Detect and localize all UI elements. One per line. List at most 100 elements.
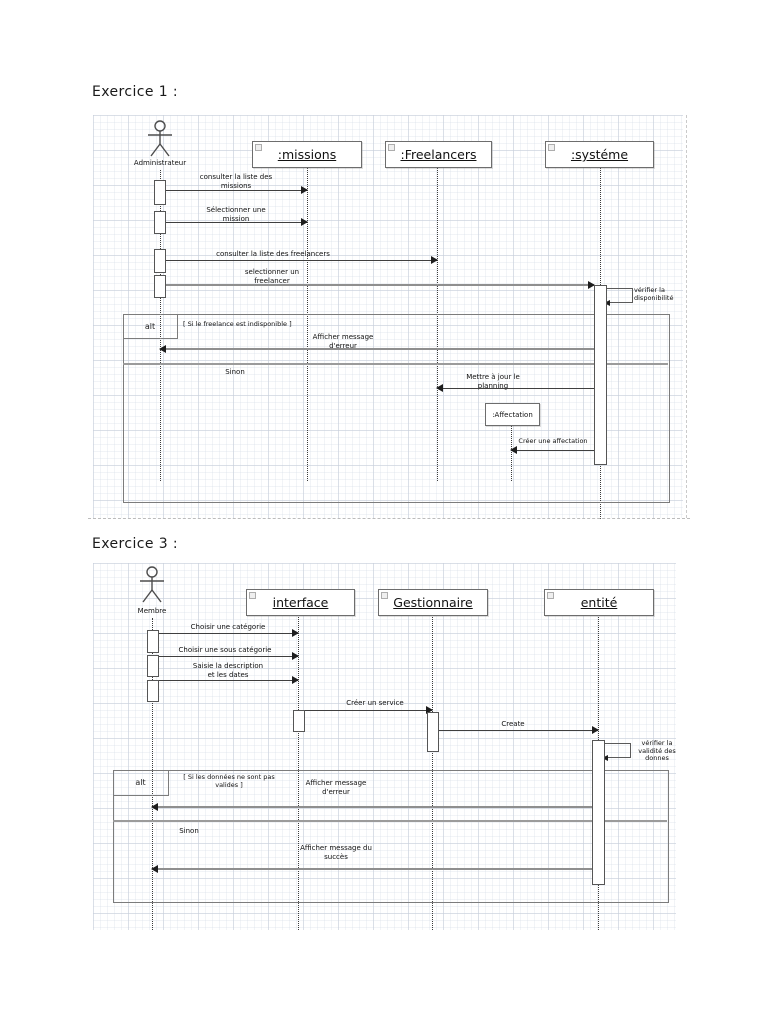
object-name: Gestionnaire — [393, 595, 473, 610]
sequence-diagram-exercice1: Administrateur :missions :Freelancers :s… — [93, 115, 683, 519]
arrowhead-icon — [436, 384, 443, 393]
alt-guard-condition: [ Si les données ne sont pas valides ] — [183, 773, 275, 789]
arrowhead-icon — [292, 676, 299, 685]
message-arrow-enter-description — [158, 676, 299, 685]
message-arrow-create-affectation — [510, 446, 594, 455]
message-label: Créer un service — [346, 699, 404, 707]
activation-bar-entite — [592, 740, 605, 885]
message-arrow-create-service — [304, 706, 433, 715]
collapse-icon — [548, 144, 555, 151]
arrowhead-icon — [159, 345, 166, 354]
actor-label: Membre — [137, 607, 167, 615]
activation-bar — [154, 211, 166, 234]
object-name: :Affectation — [492, 410, 533, 419]
message-arrow-consult-freelancers — [166, 256, 438, 265]
arrowhead-icon — [151, 803, 158, 812]
message-arrow-error — [159, 345, 594, 354]
arrowhead-icon — [592, 726, 599, 735]
lifeline-freelancers — [437, 166, 438, 481]
alt-section-divider — [123, 363, 668, 365]
message-arrow-select-mission — [166, 218, 308, 227]
object-box-gestionnaire: Gestionnaire — [378, 589, 488, 616]
message-arrow-update-planning — [436, 384, 594, 393]
message-label: Afficher message d'erreur — [312, 333, 374, 350]
self-message-check-availability — [604, 288, 633, 307]
message-arrow-error — [151, 803, 592, 812]
arrowhead-icon — [301, 186, 308, 195]
message-arrow-create — [438, 726, 599, 735]
message-label: Choisir une sous catégorie — [178, 646, 272, 654]
arrowhead-icon — [301, 218, 308, 227]
alt-else-label: Sinon — [179, 827, 199, 835]
arrowhead-icon — [426, 706, 433, 715]
activation-bar-systeme — [594, 285, 607, 465]
collapse-icon — [388, 144, 395, 151]
object-name: interface — [272, 595, 329, 610]
exercise3-title: Exercice 3 : — [92, 536, 178, 552]
message-label: Afficher message d'erreur — [305, 779, 367, 796]
alt-guard-condition: [ Si le freelance est indisponible ] — [183, 320, 292, 328]
message-label: consulter la liste des missions — [199, 173, 273, 190]
activation-bar — [154, 249, 166, 273]
lifeline-missions — [307, 166, 308, 481]
arrowhead-icon — [292, 652, 299, 661]
object-name: :systéme — [570, 147, 629, 162]
collapse-icon — [255, 144, 262, 151]
message-label: vérifier la disponibilité — [634, 286, 674, 302]
message-label: Afficher message du succès — [300, 844, 372, 861]
message-label: Créer une affectation — [518, 437, 588, 445]
object-box-interface: interface — [246, 589, 355, 616]
arrowhead-icon — [151, 865, 158, 874]
arrowhead-icon — [431, 256, 438, 265]
alt-section-divider — [113, 820, 667, 822]
message-arrow-choose-category — [158, 629, 299, 638]
message-arrow-consult-missions — [166, 186, 308, 195]
object-name: :Freelancers — [400, 147, 477, 162]
exercise1-title: Exercice 1 : — [92, 84, 178, 100]
alt-operator-label: alt — [113, 770, 169, 796]
actor-stick-figure-icon — [140, 566, 164, 603]
lifeline-membre — [152, 618, 153, 930]
object-box-affectation: :Affectation — [485, 403, 540, 426]
message-label: Mettre à jour le planning — [466, 373, 520, 390]
collapse-icon — [249, 592, 256, 599]
page-break-line — [686, 115, 687, 518]
object-name: entité — [580, 595, 618, 610]
message-label: consulter la liste des freelancers — [216, 250, 330, 258]
message-arrow-success — [151, 865, 592, 874]
page-break-line — [88, 518, 690, 519]
actor-label: Administrateur — [133, 159, 187, 167]
object-box-systeme: :systéme — [545, 141, 654, 168]
object-box-freelancers: :Freelancers — [385, 141, 492, 168]
arrowhead-icon — [588, 281, 595, 290]
message-label: vérifier la validité des donnes — [638, 739, 676, 763]
collapse-icon — [547, 592, 554, 599]
collapse-icon — [381, 592, 388, 599]
message-label: Create — [501, 720, 525, 728]
alt-fragment-frame — [123, 314, 670, 503]
lifeline-administrateur — [160, 170, 161, 481]
self-message-check-validity — [602, 743, 631, 762]
alt-operator-label: alt — [123, 314, 178, 339]
activation-bar — [147, 630, 159, 653]
object-name: :missions — [277, 147, 337, 162]
message-arrow-select-freelancer — [166, 281, 595, 290]
activation-bar-gestionnaire — [427, 712, 439, 752]
arrowhead-icon — [292, 629, 299, 638]
actor-stick-figure-icon — [148, 120, 172, 157]
object-box-missions: :missions — [252, 141, 362, 168]
activation-bar-interface — [293, 710, 305, 732]
arrowhead-icon — [510, 446, 517, 455]
activation-bar — [147, 655, 159, 677]
activation-bar — [154, 275, 166, 298]
alt-else-label: Sinon — [225, 368, 245, 376]
alt-fragment-frame — [113, 770, 669, 903]
message-label: Choisir une catégorie — [190, 623, 266, 631]
activation-bar — [154, 180, 166, 205]
lifeline-gestionnaire — [432, 614, 433, 930]
sequence-diagram-exercice3: Membre interface Gestionnaire entité alt… — [93, 563, 676, 930]
message-arrow-choose-subcategory — [158, 652, 299, 661]
arrowhead-icon — [604, 300, 610, 307]
lifeline-interface — [298, 614, 299, 930]
